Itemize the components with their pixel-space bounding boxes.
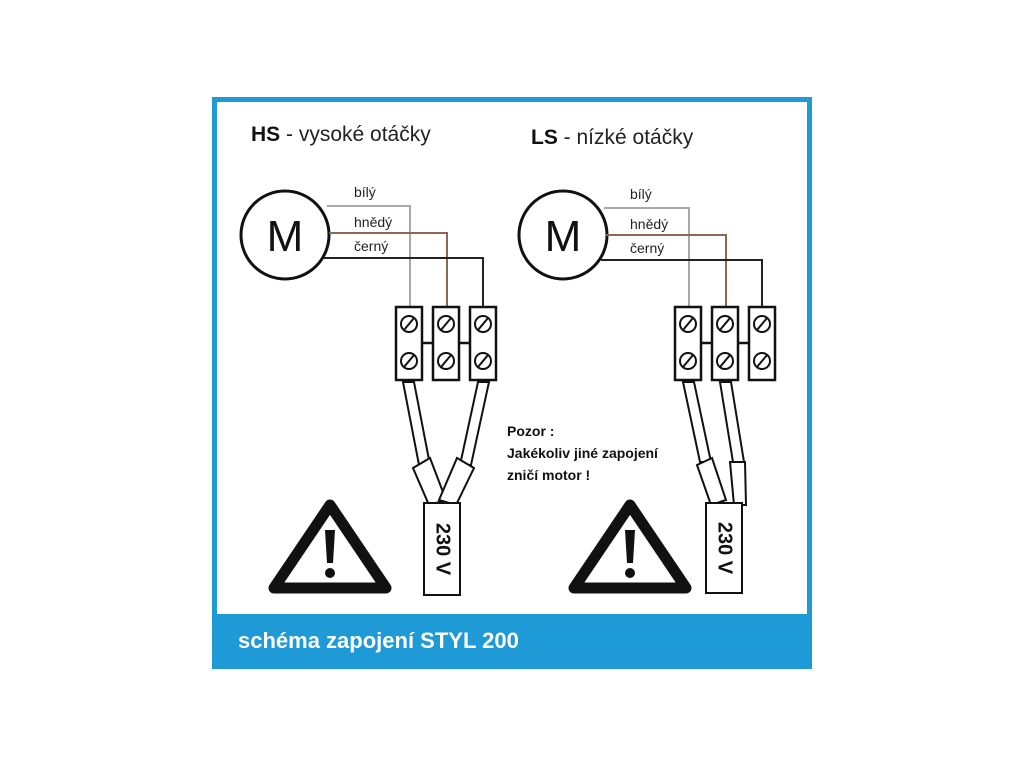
warning-line-1: Pozor :: [507, 423, 555, 439]
ls-wire-label-white: bílý: [630, 186, 652, 202]
ls-diagram: M 230 V: [517, 189, 777, 594]
hs-cable-cores: [401, 381, 491, 507]
hs-brown-wire: [329, 232, 448, 310]
ls-title: LS - nízké otáčky: [531, 126, 694, 149]
hs-cable-jacket: [423, 502, 461, 596]
ls-wire-label-brown: hnědý: [630, 216, 669, 232]
warning-note: Pozor : Jakékoliv jiné zapojení zničí mo…: [507, 420, 658, 486]
ls-voltage-label: 230 V: [714, 522, 736, 575]
ls-brown-wire: [606, 234, 727, 310]
ls-cable-cores: [681, 381, 748, 507]
hs-voltage-label: 230 V: [432, 523, 454, 576]
hs-title: HS - vysoké otáčky: [251, 123, 431, 146]
hs-warning-triangle-icon: [268, 499, 392, 594]
ls-black-wire: [601, 259, 763, 310]
ls-motor-label: M: [545, 212, 582, 261]
hs-wire-label-black: černý: [354, 238, 389, 254]
hs-black-wire: [323, 257, 484, 310]
hs-wire-label-brown: hnědý: [354, 214, 393, 230]
footer-bar: schéma zapojení STYL 200: [212, 614, 812, 669]
ls-terminal-block: [673, 305, 777, 382]
hs-wire-label-white: bílý: [354, 184, 376, 200]
ls-wire-label-black: černý: [630, 240, 665, 256]
hs-white-wire: [327, 205, 411, 310]
ls-white-wire: [604, 207, 690, 310]
footer-title: schéma zapojení STYL 200: [238, 628, 519, 653]
warning-line-3: zničí motor !: [507, 467, 591, 483]
ls-cable-jacket: [705, 502, 743, 594]
hs-motor-icon: [239, 189, 331, 281]
ls-warning-triangle-icon: [568, 499, 692, 594]
hs-motor-label: M: [267, 212, 304, 261]
hs-terminal-block: [394, 305, 498, 382]
hs-diagram: M: [239, 189, 498, 596]
warning-line-2: Jakékoliv jiné zapojení: [507, 445, 658, 461]
